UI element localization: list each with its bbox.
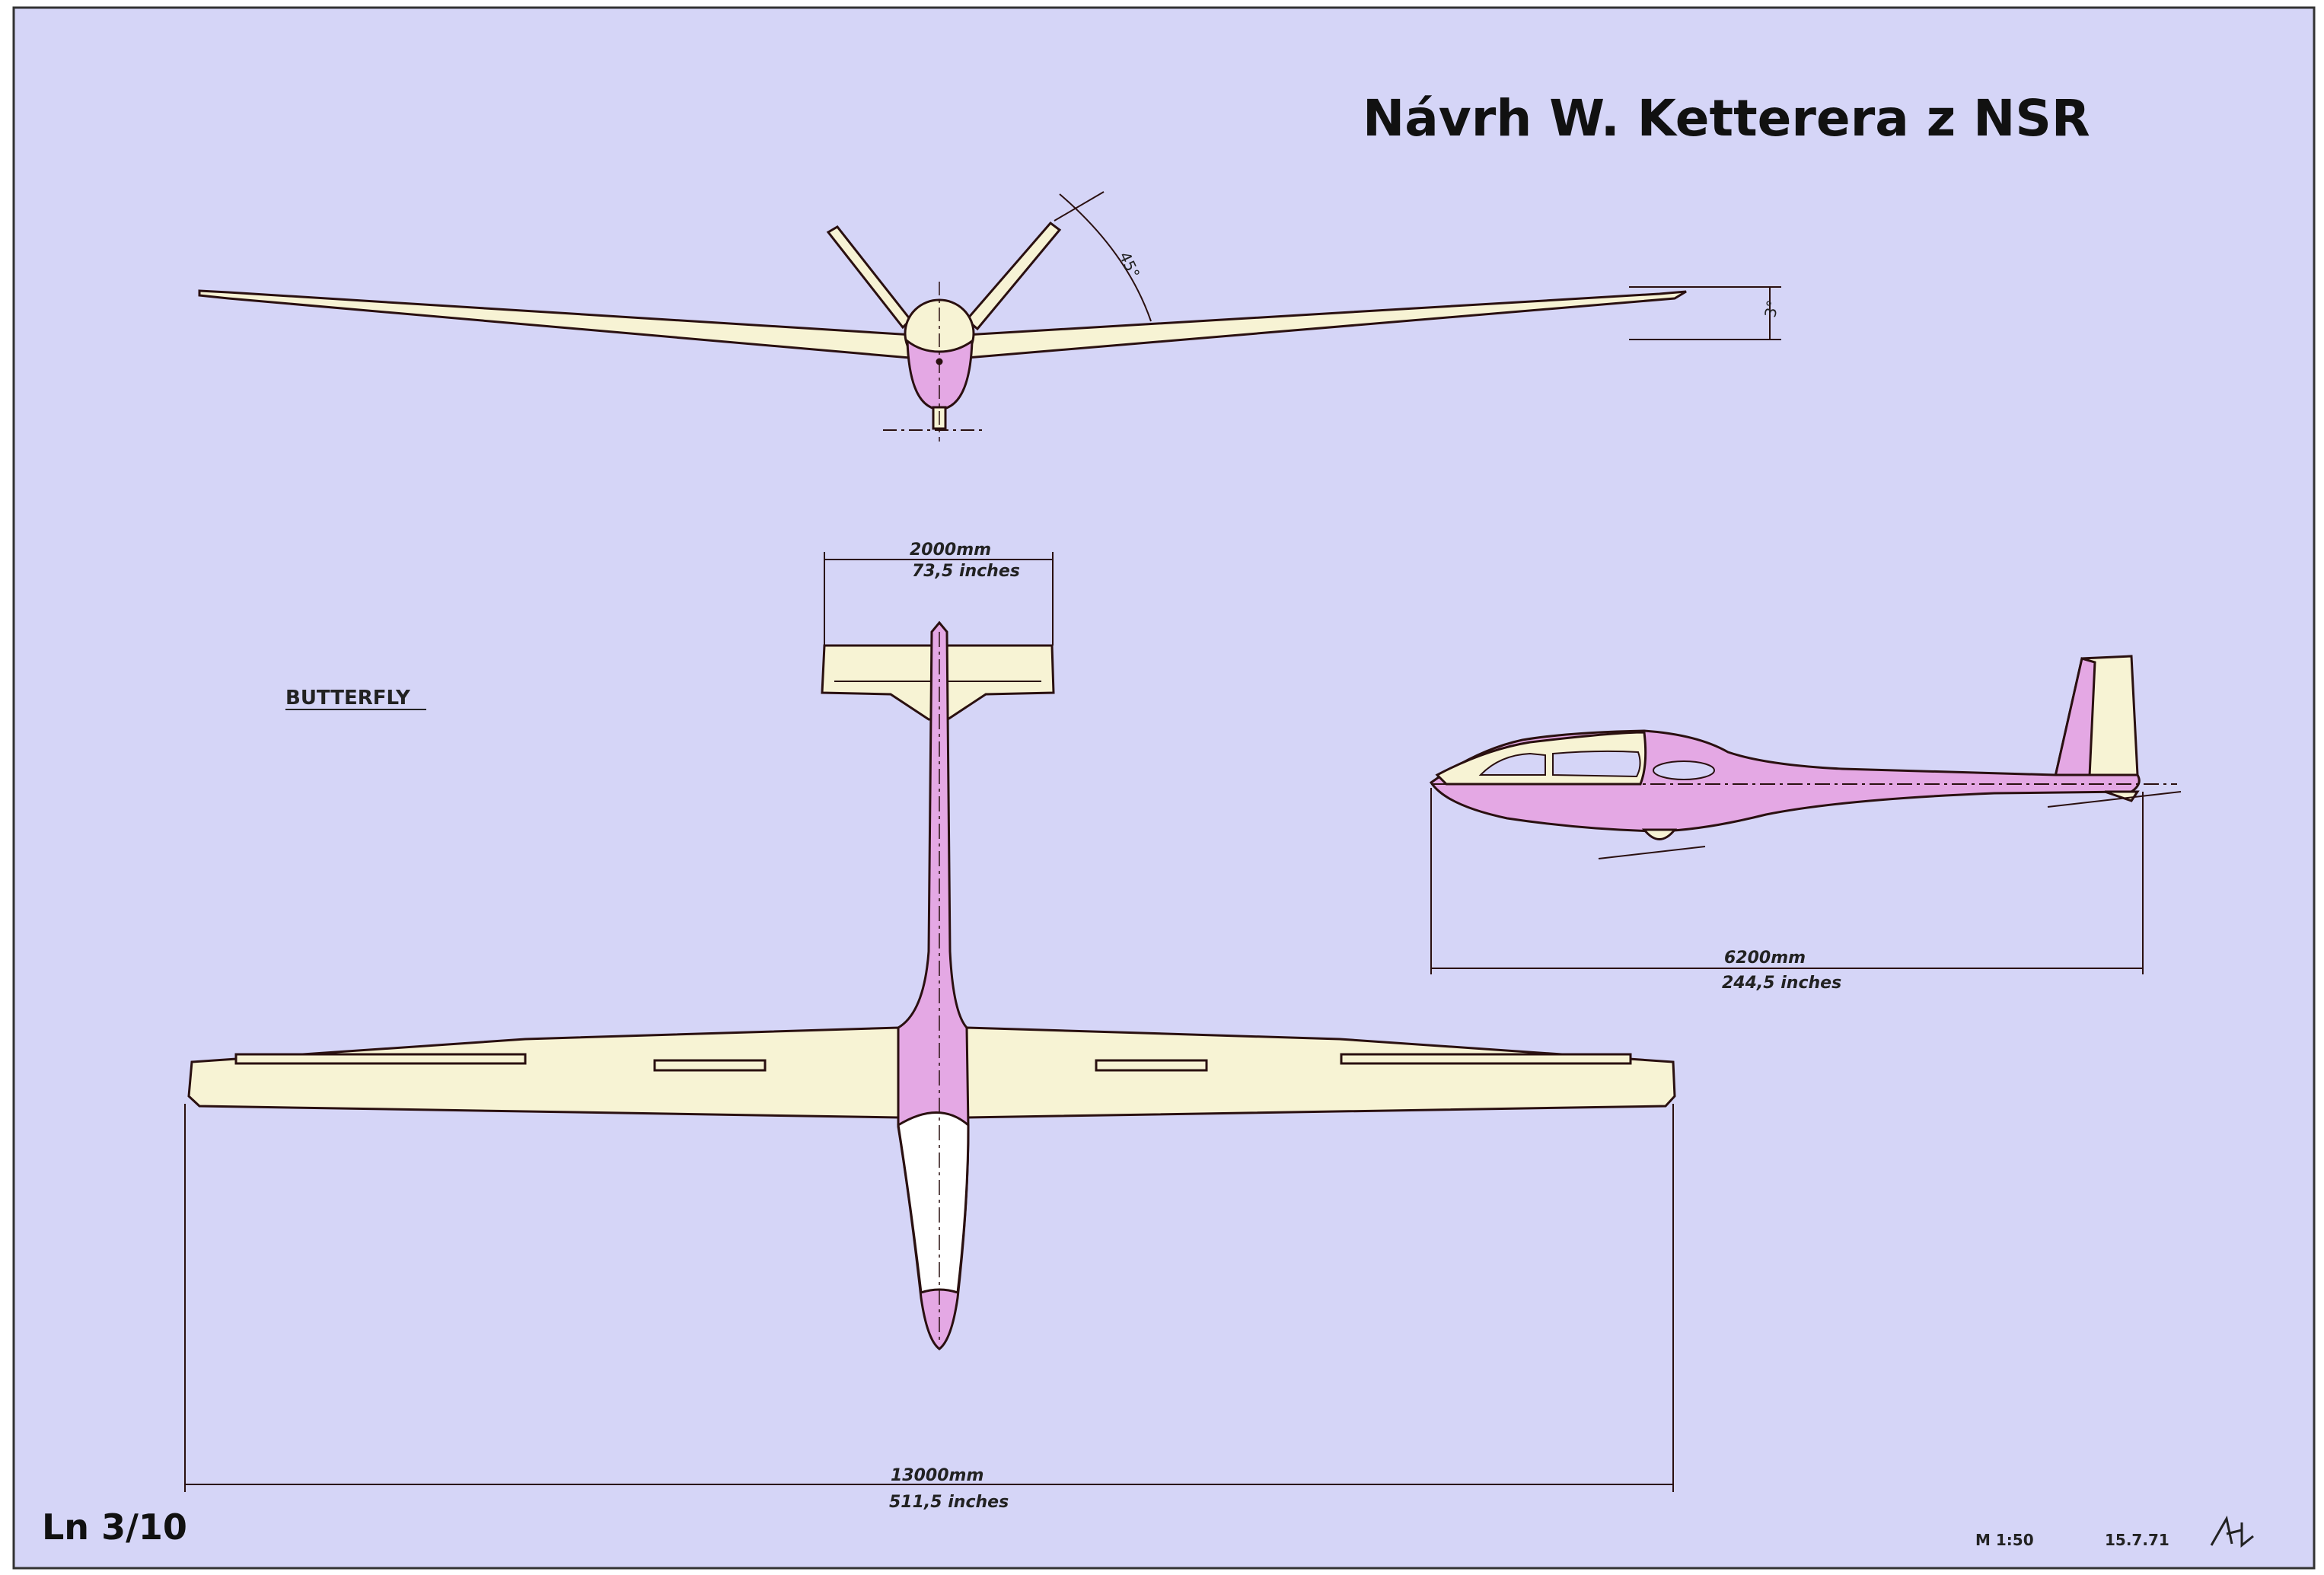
top-aileron-left xyxy=(234,1053,527,1065)
top-airbrake-left xyxy=(653,1059,767,1072)
wing-span-mm: 13000mm xyxy=(891,1466,983,1485)
sheet-id: Ln 3/10 xyxy=(42,1506,187,1548)
length-mm: 6200mm xyxy=(1724,949,1806,968)
tail-span-in: 73,5 inches xyxy=(912,562,1020,581)
top-aileron-right xyxy=(1340,1053,1632,1065)
side-view-dims xyxy=(1430,783,2182,974)
side-wheel xyxy=(1641,828,1678,840)
top-airbrake-right xyxy=(1095,1059,1208,1072)
type-name-label: BUTTERFLY xyxy=(285,687,411,709)
front-view-dims xyxy=(883,191,1781,442)
signature xyxy=(2210,1515,2254,1548)
drawing-title: Návrh W. Ketterera z NSR xyxy=(1363,89,2090,148)
top-view xyxy=(187,620,1676,1350)
top-canopy xyxy=(897,1111,970,1295)
side-view xyxy=(1429,655,2141,840)
length-in: 244,5 inches xyxy=(1722,974,1841,993)
wing-span-in: 511,5 inches xyxy=(889,1493,1009,1512)
front-fuselage xyxy=(906,338,974,411)
dihedral-angle-label: 3° xyxy=(1761,298,1782,319)
scale-label: M 1:50 xyxy=(1975,1531,2034,1549)
front-view xyxy=(198,221,1687,430)
sheet-border xyxy=(12,6,2316,1570)
tail-span-mm: 2000mm xyxy=(910,540,991,560)
top-view-dims xyxy=(184,552,1674,1492)
date-label: 15.7.71 xyxy=(2105,1531,2169,1549)
